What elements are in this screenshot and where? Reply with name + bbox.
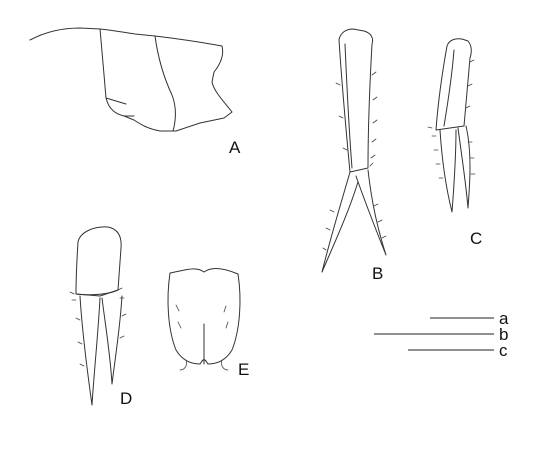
label-a: A	[229, 138, 241, 157]
label-b: B	[372, 264, 383, 283]
scale-label-b: b	[499, 325, 508, 344]
drawing-b-appendage	[321, 28, 387, 273]
label-c: C	[470, 229, 482, 248]
scale-label-c: c	[499, 341, 508, 360]
scale-label-a: a	[499, 309, 509, 328]
scale-bars: a b c	[374, 309, 509, 360]
drawing-d-appendage	[69, 226, 127, 406]
label-d: D	[120, 389, 132, 408]
label-e: E	[238, 360, 249, 379]
drawing-a-body-segments	[29, 27, 233, 132]
drawing-c-appendage	[427, 38, 476, 213]
drawing-e-telson	[167, 267, 241, 371]
